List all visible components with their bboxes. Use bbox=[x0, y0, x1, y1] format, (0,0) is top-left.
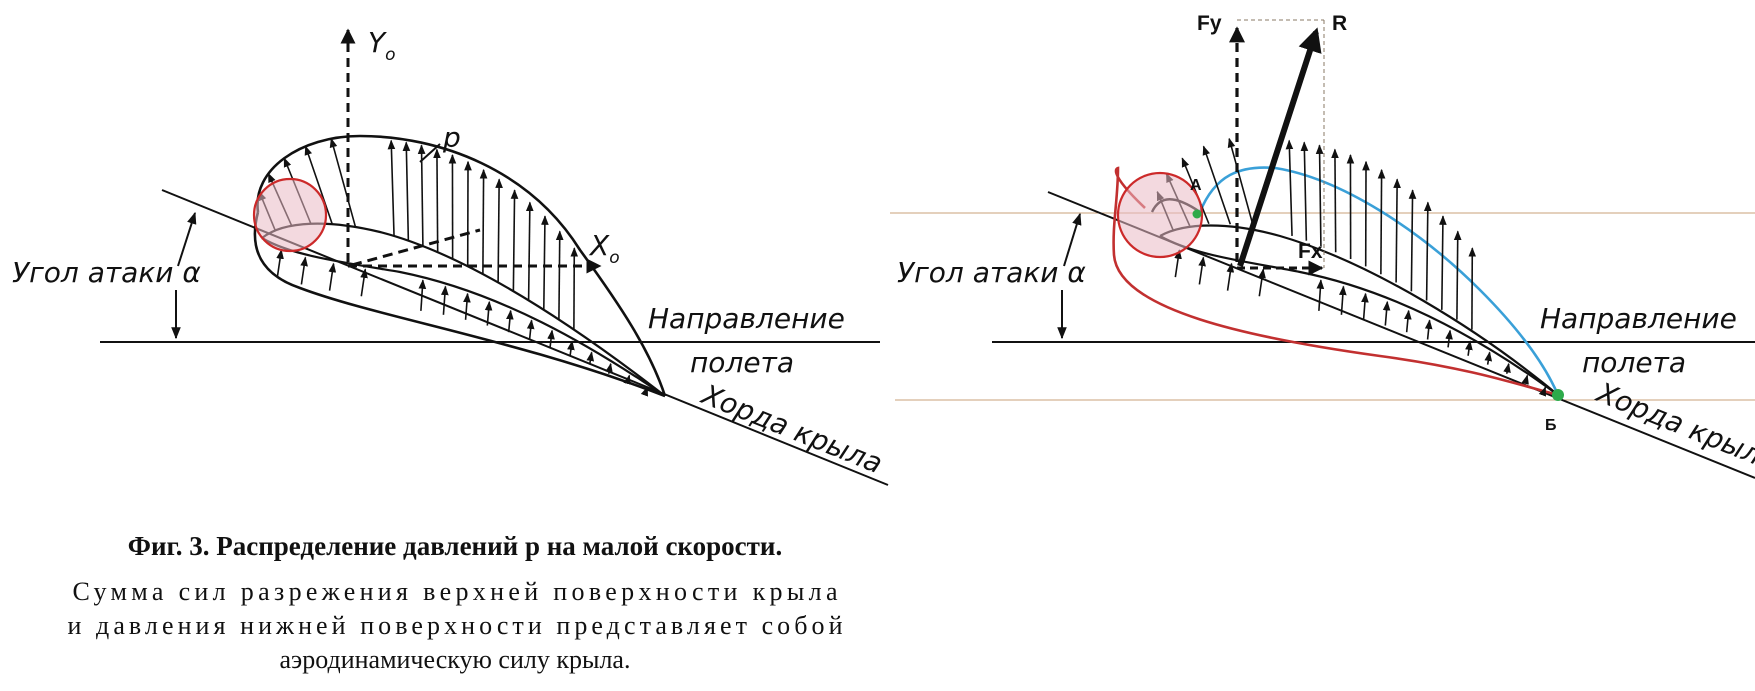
pressure-arrow bbox=[586, 351, 595, 365]
pressure-arrow bbox=[526, 319, 535, 340]
left-flight-direction-line1: Направление bbox=[648, 302, 845, 335]
caption-line-1: Сумма сил разрежения верхней поверхности… bbox=[73, 577, 838, 606]
pressure-arrow bbox=[623, 374, 631, 385]
right-flight-direction-line2: полета bbox=[1582, 346, 1686, 379]
left-angle-arrow-up bbox=[177, 211, 197, 267]
pressure-arrow bbox=[1285, 139, 1294, 236]
pressure-arrow bbox=[402, 141, 411, 241]
left-airfoil-lower-surface bbox=[261, 237, 666, 397]
pressure-arrow bbox=[433, 148, 441, 253]
right-point-a-marker bbox=[1192, 209, 1202, 219]
left-angle-label: Угол атаки α bbox=[12, 256, 201, 289]
pressure-arrow bbox=[567, 340, 575, 356]
pressure-arrow bbox=[329, 137, 357, 228]
right-point-b-marker bbox=[1552, 389, 1564, 401]
right-leading-edge-highlight bbox=[1116, 171, 1204, 259]
right-lower-pressure-envelope bbox=[1112, 166, 1559, 397]
pressure-arrow bbox=[1538, 386, 1547, 397]
caption-title: Фиг. 3. Распределение давлений p на мало… bbox=[128, 531, 782, 561]
left-airfoil-figure: Yo Xo p Угол атаки α Направление полета … bbox=[12, 26, 889, 486]
pressure-arrow bbox=[1503, 362, 1511, 374]
right-airfoil-lower-surface bbox=[1159, 235, 1559, 396]
figure-caption: Фиг. 3. Распределение давлений p на мало… bbox=[68, 531, 843, 674]
right-resultant-arrow bbox=[1237, 27, 1322, 267]
pressure-arrow bbox=[387, 139, 396, 236]
left-p-leader bbox=[419, 143, 441, 163]
pressure-arrow bbox=[304, 145, 334, 225]
left-force-dashed bbox=[351, 228, 481, 267]
pressure-arrow bbox=[1484, 351, 1493, 365]
left-lower-pressure-envelope bbox=[253, 211, 666, 398]
caption-line-3: аэродинамическую силу крыла. bbox=[280, 645, 631, 674]
left-flight-direction-line2: полета bbox=[690, 346, 794, 379]
right-fx-label: Fx bbox=[1298, 240, 1323, 263]
left-pressure-arrows bbox=[258, 137, 649, 397]
pressure-arrow bbox=[1338, 285, 1347, 315]
left-leading-edge-highlight bbox=[252, 177, 328, 253]
right-chord-label: Хорда крыла bbox=[1591, 375, 1755, 478]
pressure-arrow bbox=[510, 189, 519, 292]
pressure-arrow bbox=[1226, 262, 1235, 291]
right-flight-direction-line1: Направление bbox=[1540, 302, 1737, 335]
pressure-arrow bbox=[506, 309, 514, 333]
pressure-arrow bbox=[1174, 249, 1182, 278]
pressure-arrow bbox=[1331, 148, 1339, 253]
left-x-axis-label: Xo bbox=[588, 229, 620, 268]
pressure-arrow bbox=[417, 144, 426, 247]
pressure-arrow bbox=[484, 300, 493, 326]
pressure-arrow bbox=[1227, 137, 1255, 228]
pressure-arrow bbox=[605, 362, 613, 374]
pressure-arrow bbox=[1198, 256, 1206, 285]
pressure-arrow bbox=[1521, 374, 1529, 385]
pressure-arrow bbox=[1315, 144, 1324, 247]
left-chord-label: Хорда крыла bbox=[696, 377, 888, 480]
right-resultant-label: R bbox=[1332, 12, 1347, 35]
caption-line-2: и давления нижней поверхности представля… bbox=[68, 611, 843, 640]
pressure-arrow bbox=[1445, 329, 1453, 348]
pressure-arrow bbox=[1439, 215, 1447, 310]
right-pressure-arrows bbox=[1156, 137, 1547, 397]
left-y-axis-label: Yo bbox=[368, 26, 396, 65]
pressure-arrow bbox=[1300, 141, 1309, 241]
pressure-arrow bbox=[440, 285, 449, 315]
pressure-arrow bbox=[547, 329, 555, 348]
right-angle-label: Угол атаки α bbox=[897, 256, 1086, 289]
pressure-arrow bbox=[276, 249, 284, 278]
pressure-arrow bbox=[1423, 201, 1432, 301]
pressure-arrow bbox=[1465, 340, 1473, 356]
right-point-b-label: Б bbox=[1545, 417, 1557, 434]
pressure-arrow bbox=[360, 268, 368, 297]
pressure-arrow bbox=[463, 292, 471, 320]
right-angle-arrow-up bbox=[1063, 212, 1082, 267]
right-upper-pressure-envelope bbox=[1198, 166, 1560, 396]
pressure-arrow bbox=[541, 215, 549, 310]
pressure-arrow bbox=[418, 279, 427, 311]
pressure-arrow bbox=[1382, 300, 1391, 326]
pressure-arrow bbox=[1424, 319, 1433, 340]
pressure-arrow bbox=[555, 230, 564, 320]
pressure-arrow bbox=[479, 168, 488, 275]
left-pressure-label: p bbox=[442, 121, 461, 154]
pressure-arrow bbox=[1361, 292, 1369, 320]
pressure-arrow bbox=[1393, 178, 1401, 283]
pressure-arrow bbox=[300, 256, 308, 285]
right-fy-label: Fy bbox=[1197, 12, 1222, 35]
pressure-arrow bbox=[1316, 279, 1325, 311]
left-upper-pressure-envelope bbox=[256, 134, 667, 397]
pressure-arrow bbox=[1202, 145, 1232, 225]
pressure-arrow bbox=[525, 201, 534, 301]
pressure-arrow bbox=[640, 386, 649, 397]
pressure-arrow bbox=[1408, 189, 1417, 292]
pressure-arrow bbox=[1404, 309, 1412, 333]
pressure-arrow bbox=[1377, 168, 1386, 275]
right-point-a-label: А bbox=[1190, 177, 1202, 194]
pressure-arrow bbox=[328, 262, 337, 291]
right-airfoil-figure: Fy R Fx А Б Угол атаки α Направление пол… bbox=[890, 12, 1755, 479]
pressure-arrow bbox=[1258, 268, 1266, 297]
pressure-arrow bbox=[1453, 230, 1462, 320]
